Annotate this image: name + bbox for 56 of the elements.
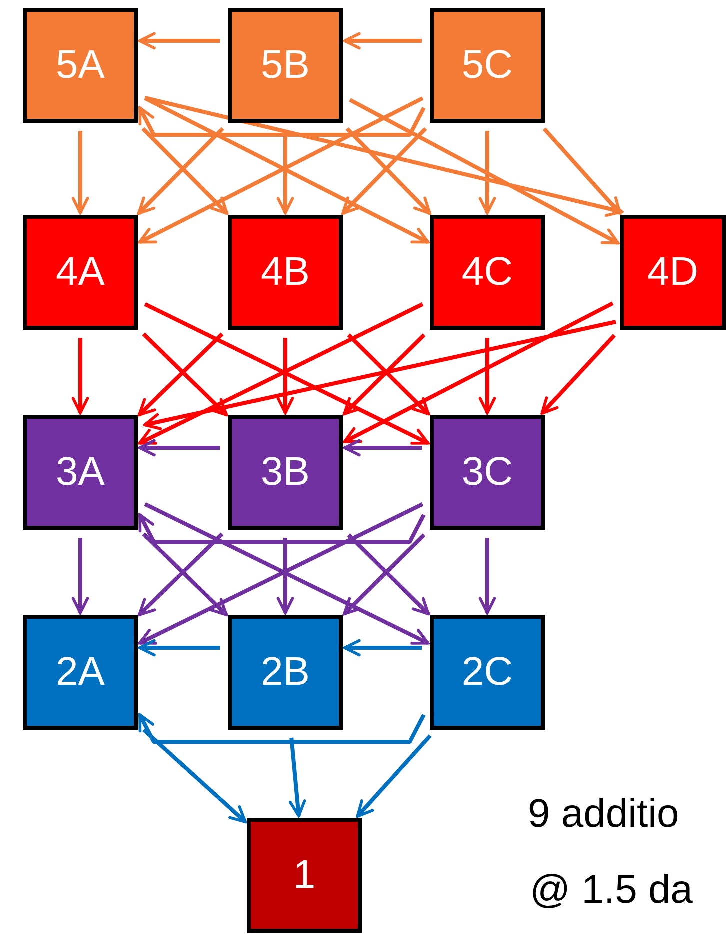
node-label: 4D bbox=[647, 250, 699, 295]
node-label: 3A bbox=[56, 450, 105, 495]
process-box bbox=[23, 215, 138, 330]
arrow bbox=[343, 302, 614, 444]
arrow bbox=[344, 639, 422, 657]
process-box bbox=[228, 215, 343, 330]
node-label: 1 bbox=[293, 853, 316, 898]
process-box bbox=[228, 615, 343, 730]
arrow bbox=[276, 538, 294, 614]
process-box bbox=[430, 415, 545, 530]
arrow bbox=[540, 334, 616, 415]
node-label: 3B bbox=[261, 450, 310, 495]
node-label: 5C bbox=[462, 43, 514, 88]
arrow bbox=[478, 538, 496, 614]
arrow bbox=[138, 32, 220, 50]
arrow bbox=[72, 131, 90, 214]
node-label: 3C bbox=[462, 450, 514, 495]
node-label: 4B bbox=[261, 250, 310, 295]
arrow bbox=[138, 639, 220, 657]
arrow bbox=[356, 734, 432, 818]
note-text: @ 1.5 da bbox=[530, 868, 693, 913]
process-box bbox=[23, 615, 138, 730]
process-box bbox=[430, 215, 545, 330]
arrow bbox=[288, 738, 306, 818]
arrow bbox=[542, 128, 622, 215]
arrow bbox=[144, 96, 624, 218]
arrow bbox=[142, 728, 247, 824]
process-box bbox=[430, 8, 545, 123]
arrow bbox=[138, 514, 426, 544]
node-label: 4A bbox=[56, 250, 105, 295]
process-box bbox=[228, 415, 343, 530]
arrow bbox=[349, 98, 620, 245]
note-text: 9 additio bbox=[528, 792, 680, 837]
process-box bbox=[23, 415, 138, 530]
process-box bbox=[430, 615, 545, 730]
arrow bbox=[276, 338, 294, 414]
arrow bbox=[138, 106, 426, 137]
arrow bbox=[144, 320, 616, 430]
arrow bbox=[478, 338, 496, 414]
node-label: 2B bbox=[261, 650, 310, 695]
node-label: 5A bbox=[56, 43, 105, 88]
arrow bbox=[344, 32, 422, 50]
node-label: 4C bbox=[462, 250, 514, 295]
arrow bbox=[344, 439, 422, 457]
process-box bbox=[228, 8, 343, 123]
process-box bbox=[23, 8, 138, 123]
arrow bbox=[138, 714, 426, 744]
process-box bbox=[620, 215, 726, 330]
process-box bbox=[247, 818, 362, 933]
arrow bbox=[478, 131, 496, 214]
node-label: 2A bbox=[56, 650, 105, 695]
arrow bbox=[72, 538, 90, 614]
arrow bbox=[72, 338, 90, 414]
node-label: 5B bbox=[261, 43, 310, 88]
node-label: 2C bbox=[462, 650, 514, 695]
arrow bbox=[138, 439, 220, 457]
